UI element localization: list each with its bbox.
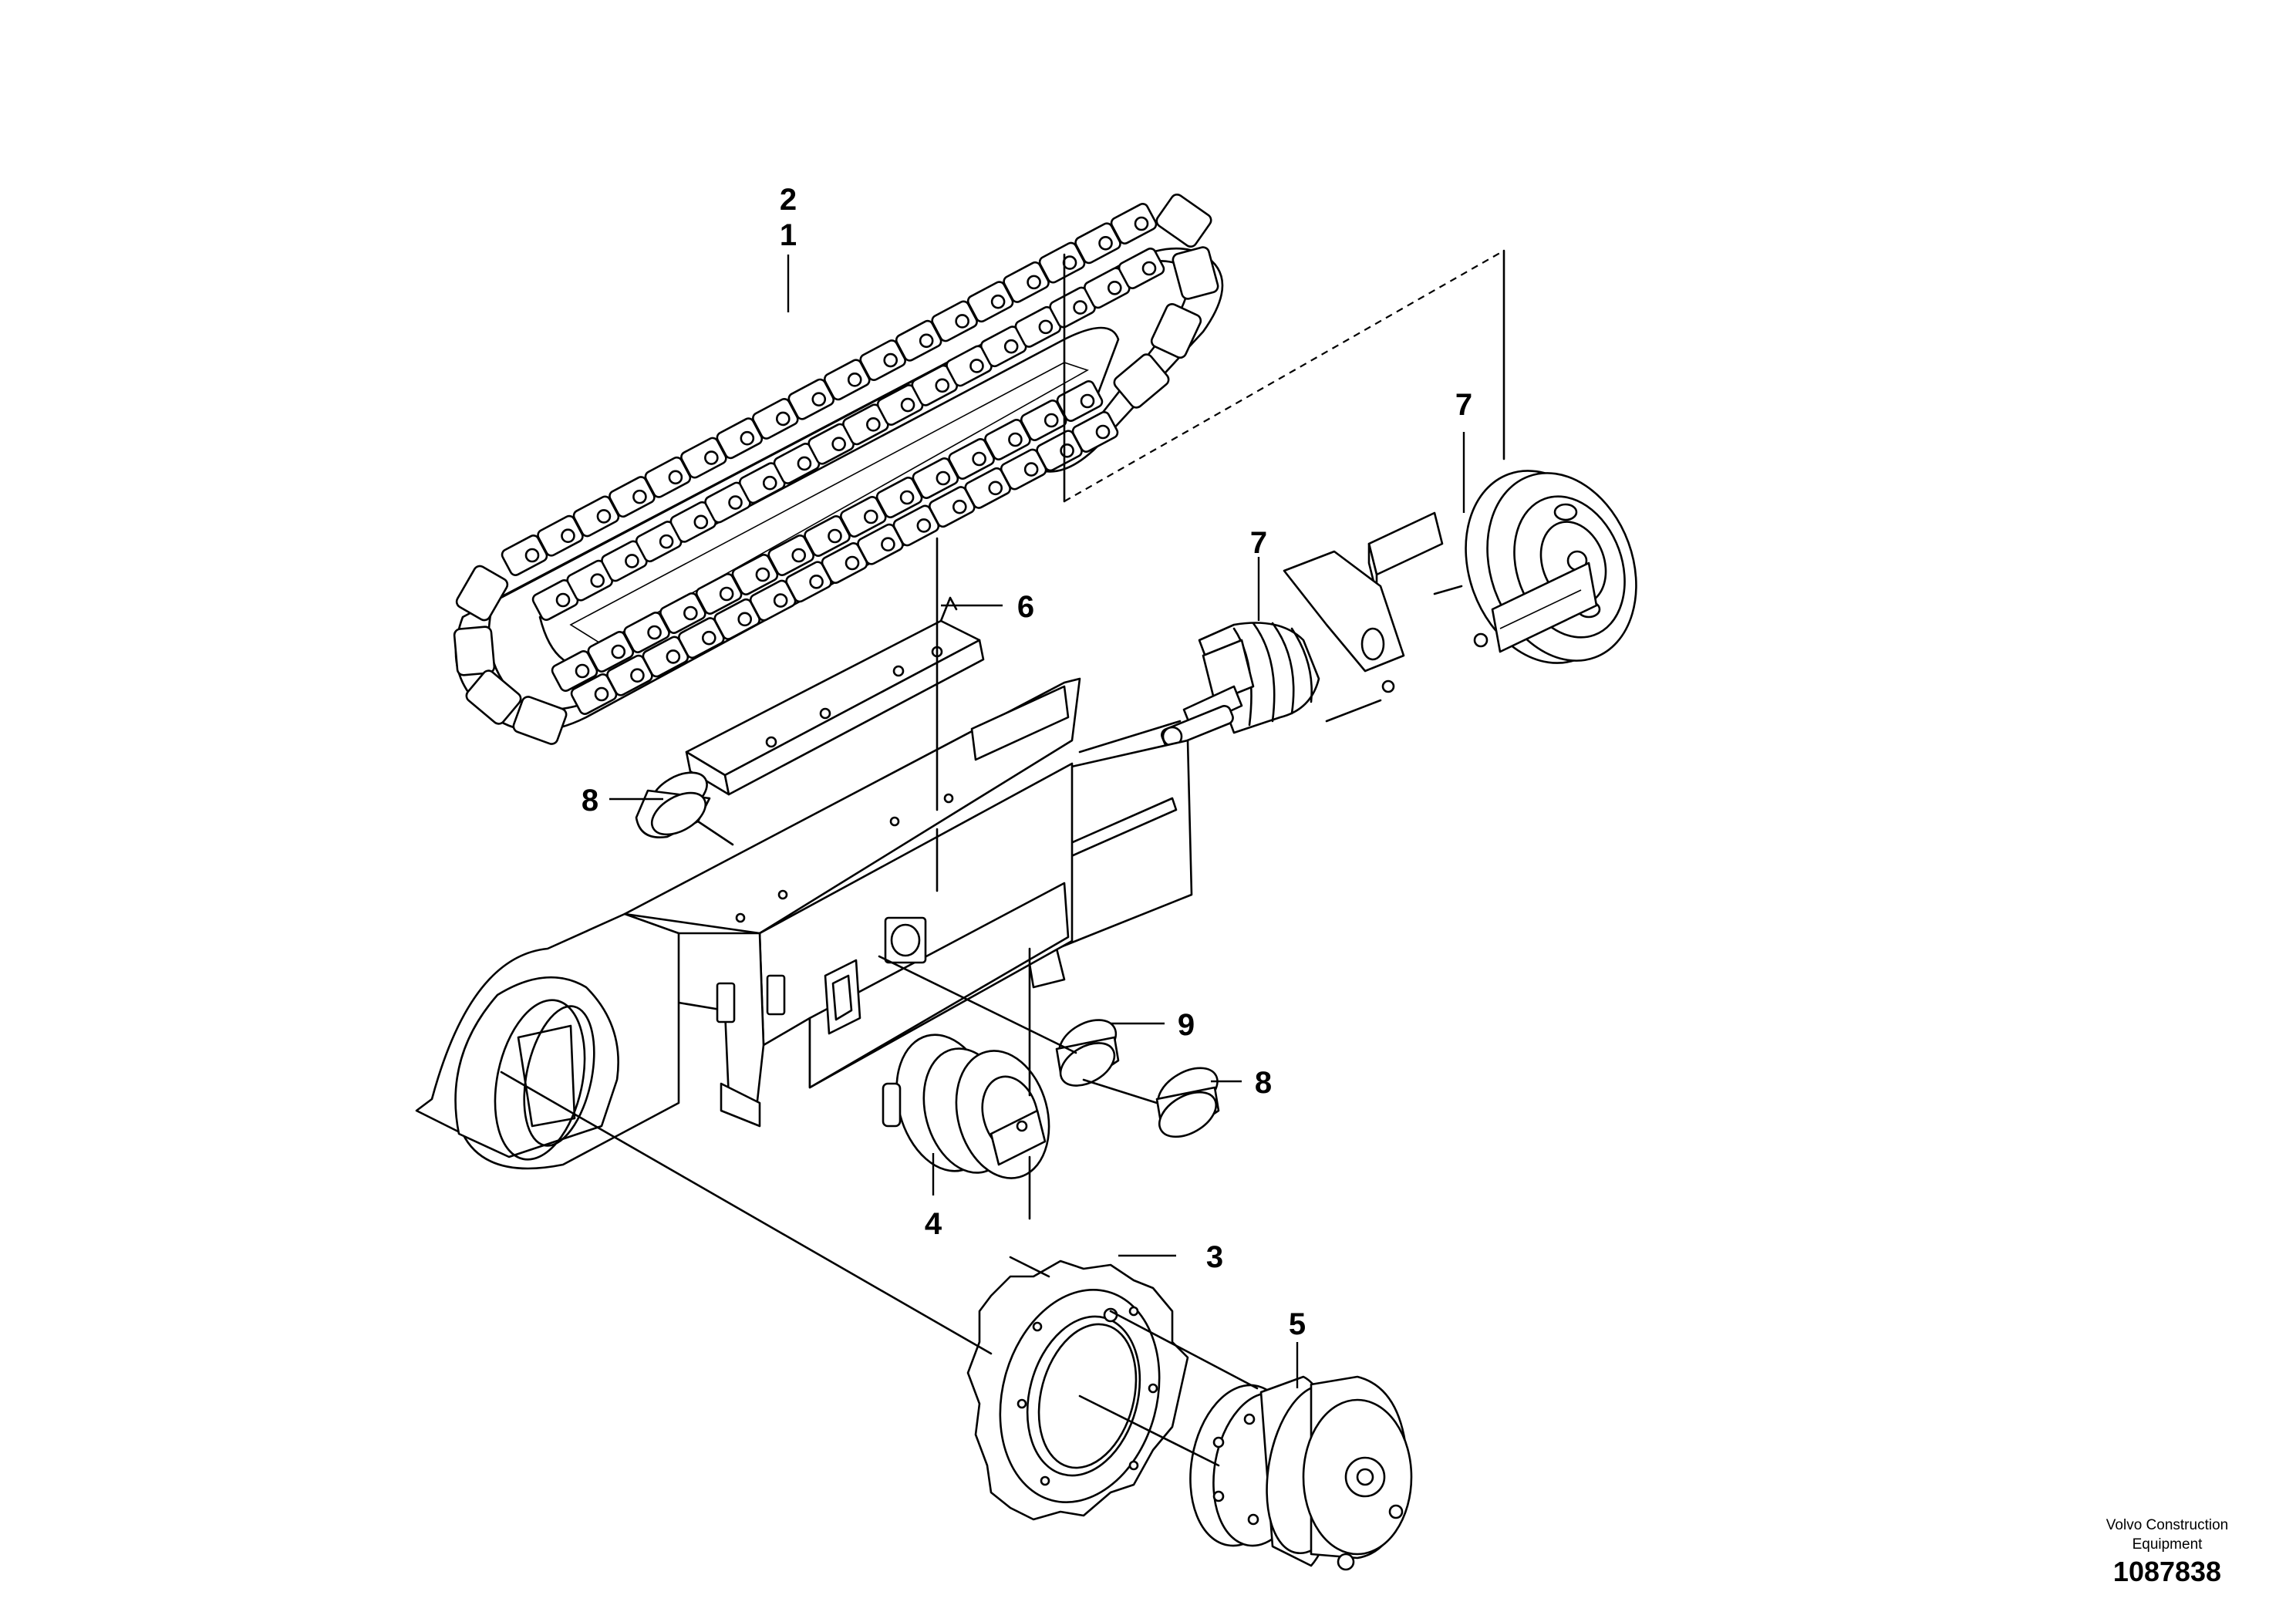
chain-pin — [1134, 216, 1149, 231]
chain-pin — [1098, 235, 1113, 251]
chain-pin — [881, 537, 895, 552]
sprocket — [966, 1259, 1189, 1521]
chain-pin — [630, 668, 645, 683]
chain-pin — [900, 397, 915, 413]
chain-pin — [952, 499, 967, 514]
chain-link — [1118, 248, 1165, 289]
brand-line-2: Equipment — [2132, 1536, 2203, 1553]
callout-9: 9 — [1178, 1008, 1195, 1042]
chain-pin — [1095, 424, 1111, 440]
chain-pin — [737, 612, 753, 627]
chain-pin — [845, 555, 860, 571]
chain-pin — [1008, 432, 1023, 447]
chain-pin — [693, 514, 709, 530]
chain-pin — [719, 586, 734, 602]
callout-leaders — [609, 255, 1465, 1388]
chain-pin — [969, 359, 984, 373]
chain-pin — [935, 378, 950, 393]
callout-4: 4 — [925, 1207, 942, 1241]
chain-pin — [775, 411, 791, 427]
chain-pin — [797, 456, 812, 471]
chain-pin — [611, 644, 626, 659]
chain-pin — [988, 481, 1003, 496]
bushing-top-left — [635, 771, 711, 839]
chain-pin — [561, 528, 575, 544]
chain-pin — [916, 518, 932, 533]
chain-pin — [701, 630, 716, 646]
chain-pin — [666, 649, 681, 664]
chain-pin — [762, 475, 777, 491]
chain-pin — [1107, 280, 1122, 295]
chain-link — [1110, 203, 1158, 244]
callout-8-bottom: 8 — [1255, 1066, 1272, 1100]
recoil-spring-assembly — [1161, 550, 1405, 748]
chain-link — [1056, 380, 1104, 422]
callout-5: 5 — [1289, 1307, 1306, 1341]
chain-pin — [668, 470, 683, 485]
callout-6: 6 — [1017, 590, 1034, 624]
chain-pin — [755, 567, 770, 582]
chain-pin — [811, 392, 827, 406]
callout-2: 2 — [780, 183, 797, 217]
chain-pin — [590, 573, 605, 588]
chain-pin — [524, 548, 540, 563]
chain-pin — [936, 470, 951, 486]
chain-pin — [659, 534, 674, 549]
callout-8-top: 8 — [582, 784, 598, 818]
chain-pin — [1038, 319, 1054, 335]
chain-pin — [972, 451, 986, 467]
chain-pin — [863, 509, 878, 524]
chain-pin — [1023, 462, 1039, 477]
chain-pin — [632, 489, 647, 504]
chain-pin — [1043, 413, 1059, 428]
chain-pin — [594, 686, 609, 702]
callout-1: 1 — [780, 218, 797, 252]
chain-pin — [1141, 261, 1157, 276]
chain-pin — [990, 294, 1006, 309]
travel-motor — [1189, 1375, 1413, 1571]
assembly-lines — [500, 249, 1505, 1467]
chain-link — [1071, 411, 1119, 453]
chain-pin — [728, 495, 743, 510]
chain-pin — [809, 574, 824, 589]
chain-pin — [1080, 393, 1095, 409]
chain-pin — [625, 554, 639, 568]
chain-pin — [866, 417, 881, 432]
chain-pin — [899, 490, 915, 505]
chain-pin — [791, 548, 807, 563]
chain-pin — [955, 314, 969, 329]
chain-pin — [828, 528, 842, 544]
chain-pin — [575, 663, 590, 679]
chain-pin — [773, 593, 788, 608]
chain-pin — [596, 509, 612, 524]
bushing-part-9 — [1055, 1019, 1120, 1087]
chain-pin — [1062, 255, 1077, 270]
chain-pin — [1073, 300, 1087, 315]
chain-pin — [704, 450, 719, 465]
chain-pin — [919, 333, 934, 349]
chain-pin — [1060, 443, 1074, 458]
chain-pin — [740, 430, 755, 446]
chain-pin — [1027, 275, 1041, 290]
chain-pin — [683, 605, 698, 621]
chain-pin — [847, 373, 862, 387]
track-frame — [415, 677, 1193, 1170]
track-guard — [685, 596, 985, 796]
chain-pin — [1003, 339, 1019, 354]
track-chain — [453, 193, 1224, 745]
drawing-number: 1087838 — [2113, 1556, 2221, 1587]
chain-pin — [883, 352, 899, 368]
chain-pin — [647, 625, 662, 640]
chain-pin — [555, 592, 571, 608]
track-roller — [882, 1034, 1050, 1179]
bushing-bottom-right — [1155, 1067, 1220, 1138]
callout-3: 3 — [1206, 1240, 1223, 1274]
chain-pin — [831, 437, 846, 451]
brand-line-1: Volvo Construction — [2106, 1517, 2228, 1533]
callout-7-idler: 7 — [1455, 388, 1472, 422]
front-idler — [1367, 470, 1637, 664]
callout-7-spring: 7 — [1250, 526, 1267, 560]
